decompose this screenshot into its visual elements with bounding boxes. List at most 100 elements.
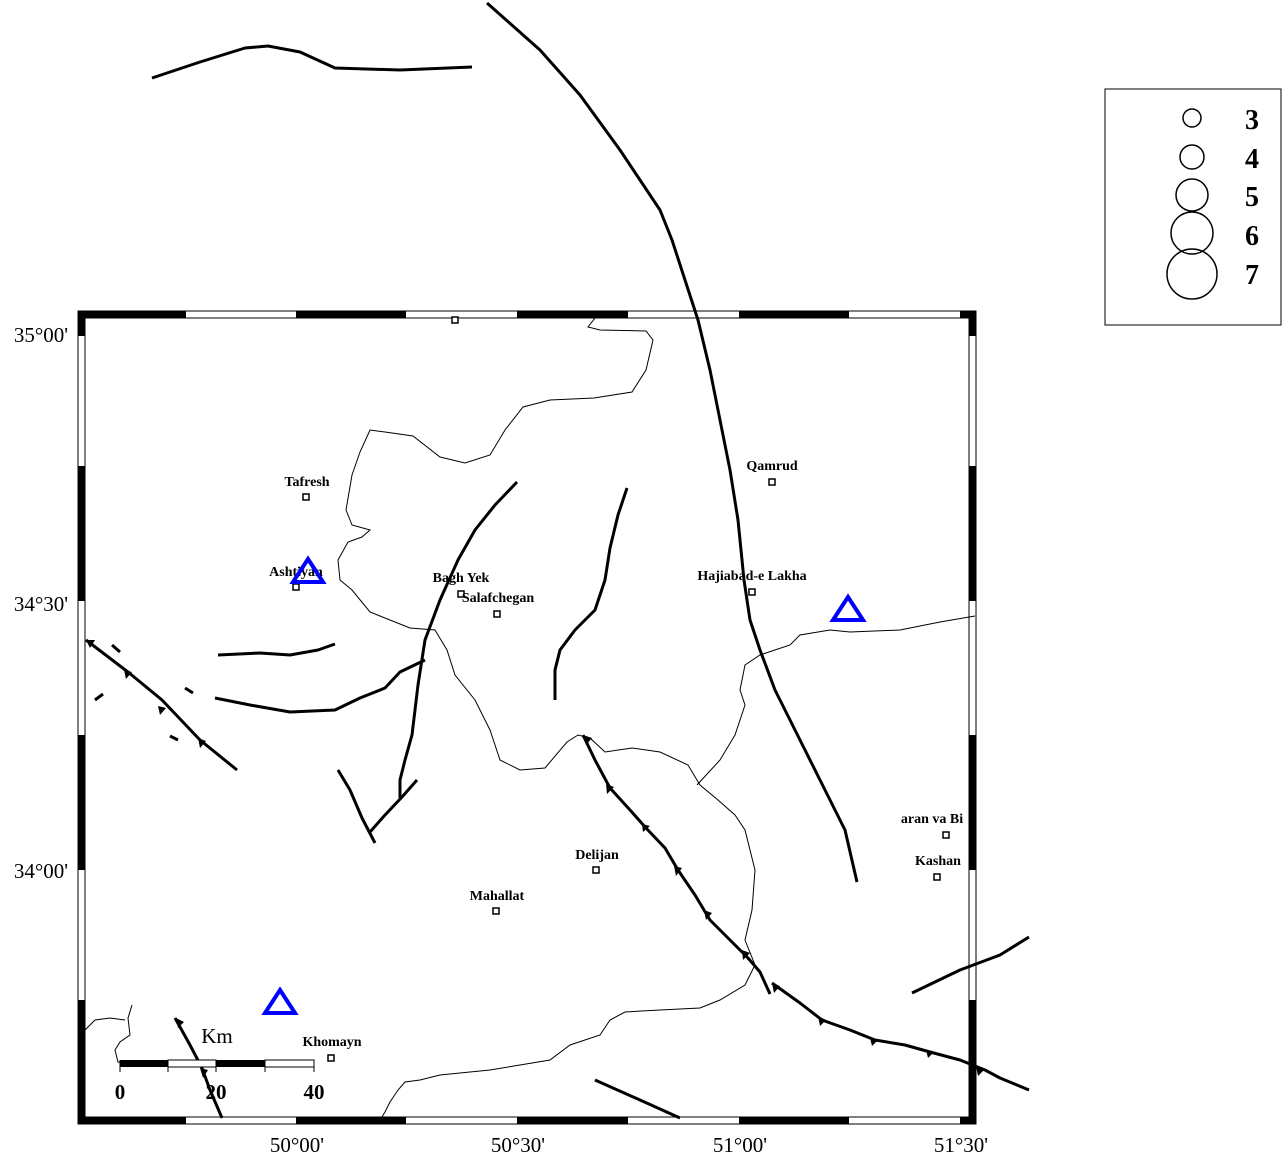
frame-segment [739, 311, 849, 318]
boundary-line [337, 317, 756, 1121]
legend-label: 4 [1245, 144, 1259, 175]
y-tick-label: 35°00' [14, 323, 68, 347]
axis-labels: 35°00' 34°30' 34°00' 50°00' 50°30' 51°00… [14, 323, 988, 1156]
legend-label: 6 [1245, 221, 1259, 252]
fault-line [398, 480, 519, 798]
boundary-line [84, 1017, 126, 1031]
x-tick-label: 51°00' [713, 1133, 767, 1156]
scale-label: 40 [304, 1080, 325, 1104]
frame-segment [969, 735, 976, 870]
town-label-aran-va-bidgol: aran va Bi [901, 812, 963, 827]
town-label-mahallat: Mahallat [470, 889, 525, 904]
fault-line [594, 1078, 681, 1120]
thrust-tooth [926, 1050, 934, 1058]
town-marker [768, 478, 776, 486]
town-marker [451, 316, 459, 324]
frame-segment [960, 311, 976, 318]
station-triangle-icon [829, 593, 867, 622]
frame-outline [77, 310, 977, 1125]
map-frame [77, 310, 977, 1125]
town-marker [493, 610, 501, 618]
frame-segment [739, 1117, 849, 1124]
town-marker [592, 866, 600, 874]
thrust-tooth [606, 784, 614, 794]
fault-line [368, 779, 419, 833]
boundary-line [114, 1004, 161, 1066]
fault-line [173, 1017, 224, 1119]
legend-circle-icon [1170, 211, 1214, 255]
station-triangle-icon [261, 986, 299, 1015]
fault-line [111, 643, 121, 654]
scale-segment [216, 1060, 265, 1067]
frame-segment [517, 1117, 628, 1124]
thrust-tooth [86, 640, 95, 648]
frame-segment [517, 311, 628, 318]
legend-label: 5 [1245, 182, 1259, 213]
town-label-bagh-yek: Bagh Yek [433, 571, 490, 586]
station-triangle-icon [289, 555, 327, 584]
town-label-hajiabad: Hajiabad-e Lakha [697, 569, 806, 584]
town-label-salafchegan: Salafchegan [462, 591, 535, 606]
frame-segment [78, 735, 85, 870]
legend-label: 7 [1245, 260, 1259, 291]
frame-segment [969, 466, 976, 601]
town-label-qamrud: Qamrud [746, 459, 798, 474]
x-tick-label: 50°30' [491, 1133, 545, 1156]
y-tick-label: 34°30' [14, 592, 68, 616]
frame-segment [78, 466, 85, 601]
thrust-tooth [674, 866, 682, 876]
fault-line [911, 935, 1030, 995]
x-tick-label: 51°30' [934, 1133, 988, 1156]
fault-line [169, 734, 179, 742]
thrust-tooth [642, 824, 650, 832]
scale-label: 0 [115, 1080, 126, 1104]
legend-circle-icon [1175, 178, 1209, 212]
town-label-ashtiyan: Ashtiyan [269, 565, 323, 580]
town-marker [492, 907, 500, 915]
fault-line [151, 44, 473, 80]
legend-circle-icon [1182, 108, 1202, 128]
legend-box [1104, 88, 1282, 326]
town-labels: Tafresh Ashtiyan Bagh Yek Salafchegan Qa… [269, 459, 963, 1050]
frame-inner [84, 317, 970, 1118]
thrust-teeth [86, 640, 984, 1078]
frame-segment [296, 311, 406, 318]
frame-segment [78, 1000, 85, 1124]
town-label-tafresh: Tafresh [284, 475, 329, 490]
town-label-delijan: Delijan [575, 848, 619, 863]
thrust-tooth [772, 983, 780, 993]
thrust-tooth [158, 706, 166, 715]
thrust-tooth [583, 735, 592, 745]
thrust-tooth [818, 1016, 826, 1026]
legend-label: 3 [1245, 105, 1259, 136]
thrust-tooth [870, 1038, 878, 1046]
scale-unit: Km [201, 1024, 233, 1048]
magnitude-legend: 3 4 5 6 7 [1104, 88, 1282, 326]
town-marker [327, 1054, 335, 1062]
fault-line [184, 686, 194, 695]
fault-line [94, 692, 104, 702]
boundary-line [696, 615, 976, 786]
scale-segment [120, 1060, 168, 1067]
town-markers [292, 316, 950, 1062]
fault-line [85, 638, 238, 772]
fault-line [336, 769, 377, 844]
town-marker [292, 583, 300, 591]
fault-line [771, 981, 1030, 1092]
frame-segment [78, 1117, 186, 1124]
fault-lines [85, 1, 1030, 1120]
frame-segment [78, 311, 186, 318]
frame-segment [969, 311, 976, 336]
town-label-khomayn: Khomayn [302, 1035, 361, 1050]
thrust-tooth [976, 1066, 984, 1076]
stations [261, 555, 867, 1015]
frame-segment [969, 1000, 976, 1124]
fault-line [214, 658, 426, 714]
scale-segment [264, 1059, 315, 1068]
thrust-tooth [176, 1018, 184, 1028]
thrust-tooth [742, 950, 750, 960]
town-label-kashan: Kashan [915, 854, 961, 869]
town-marker [748, 588, 756, 596]
